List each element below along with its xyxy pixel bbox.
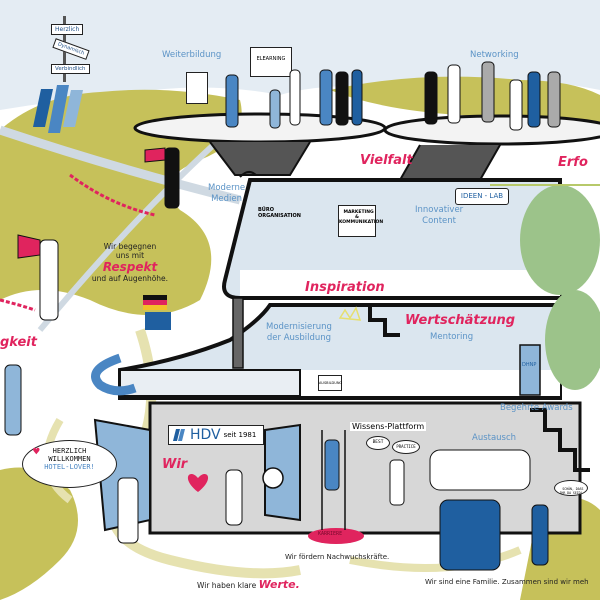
flipchart [186, 72, 208, 104]
flag-germany-red [143, 300, 167, 305]
rooftop-disc-right [383, 114, 600, 146]
caption-nachwuchs: Wir fördern Nachwuchskräfte. [285, 553, 390, 561]
ausbildung-box: AUSBILDUNG [318, 375, 342, 391]
clock-icon [262, 467, 284, 489]
value-keit: gkeit [0, 335, 37, 350]
person-networking-5 [527, 71, 541, 128]
sign-buero-organisation: BÜRO ORGANISATION [258, 207, 301, 219]
flag-eu [145, 312, 171, 330]
caption-werte: Wir haben klare Werte. [197, 573, 300, 592]
sign-verbindlich: Verbindlich [51, 64, 90, 74]
signpost: Herzlich Dynamisch Verbindlich [45, 12, 95, 82]
welcome-line3: HOTEL-LOVER! [44, 463, 95, 471]
person-megaphone-top [164, 147, 180, 209]
hdv-logo-icon [173, 429, 185, 441]
person-heart-giver [225, 469, 243, 526]
respekt-keyword: Respekt [102, 260, 158, 274]
label-networking: Networking [470, 50, 519, 60]
label-mentoring: Mentoring [430, 332, 474, 342]
heart-icon-bubble: ♥ [33, 445, 40, 458]
elearning-board-text: ELEARNING [256, 56, 286, 62]
bubble-schoen: SCHÖN, DASS IHR DA SEID! [554, 480, 588, 496]
caption-werte-keyword: Werte. [258, 578, 300, 591]
hdv-since: seit 1981 [223, 431, 257, 439]
megaphone-icon-top [144, 147, 166, 163]
hdv-brand-name: HDV [190, 427, 221, 443]
family-group [439, 499, 501, 571]
crown-icon [338, 306, 362, 321]
value-wertschaetzung: Wertschätzung [405, 313, 516, 328]
bubble-best: BEST [366, 436, 390, 450]
elearning-board: ELEARNING [250, 47, 292, 77]
ideen-lab-sign: IDEEN - LAB [455, 188, 509, 205]
welcome-line2: WILLKOMMEN [48, 455, 91, 463]
person-group-2 [335, 71, 349, 126]
flag-germany-gold [143, 305, 167, 310]
person-ladder-climber [324, 439, 340, 491]
person-greeting [531, 504, 549, 566]
person-speaker [389, 459, 405, 506]
table-guests [429, 449, 531, 491]
value-vielfalt: Vielfalt [360, 153, 413, 168]
glass-floor-middle [222, 178, 562, 300]
label-wissens-plattform: Wissens-Plattform [350, 422, 427, 431]
value-inspiration: Inspiration [305, 280, 385, 295]
wifi-icon [239, 171, 257, 178]
award-tower [519, 344, 541, 396]
person-networking-6 [547, 71, 561, 128]
person-networking-3 [481, 61, 495, 123]
logo-bar-mid [48, 85, 69, 133]
hdv-brand-sign: HDV seit 1981 [168, 425, 264, 445]
label-austausch: Austausch [472, 433, 517, 443]
person-group-3 [351, 69, 363, 126]
respekt-line1: Wir begegnen [103, 242, 157, 251]
sign-marketing: MARKETING & KOMMUNIKATION [338, 205, 383, 237]
respekt-line2: uns mit [115, 251, 145, 260]
hdv-tower-logo [33, 85, 83, 133]
person-group-1 [319, 69, 333, 126]
respekt-line3: und auf Augenhöhe. [91, 274, 169, 283]
logo-bar-dark [33, 89, 53, 127]
door-right [264, 423, 301, 522]
person-listener-2 [289, 69, 301, 126]
ausbildung-box-text: AUSBILDUNG [319, 381, 343, 385]
person-megaphone-left [39, 239, 59, 321]
heart-icon [187, 473, 209, 492]
person-networking-4 [509, 79, 523, 131]
person-trainer [225, 74, 239, 128]
label-modernisierung: Modernisierung der Ausbildung [266, 322, 332, 343]
label-moderne-medien: Moderne Medien [208, 183, 246, 204]
flag-germany-black [143, 295, 167, 300]
caption-familie: Wir sind eine Familie. Zusammen sind wir… [425, 578, 589, 586]
karriere-mat [308, 528, 364, 544]
pink-rope-bridge [69, 173, 156, 217]
person-listener-1 [269, 89, 281, 129]
label-weiterbildung: Weiterbildung [162, 50, 222, 60]
welcome-speech-bubble: ♥ HERZLICH WILLKOMMEN HOTEL-LOVER! [22, 440, 117, 488]
welcome-line1: HERZLICH [52, 447, 87, 455]
person-networking-2 [447, 64, 461, 124]
logo-bar-light [63, 90, 83, 127]
value-wir: Wir [162, 457, 188, 472]
respekt-block: Wir begegnen uns mit Respekt und auf Aug… [85, 242, 175, 283]
ideen-lab-text: IDEEN - LAB [460, 192, 504, 200]
bubble-practice-text: PRACTICE [396, 444, 416, 449]
caption-werte-prefix: Wir haben klare [197, 581, 259, 590]
sign-herzlich: Herzlich [51, 24, 84, 35]
megaphone-icon-left [17, 234, 41, 259]
karriere-mat-text: KARRIERE [318, 531, 343, 537]
value-erfolg: Erfo [558, 155, 588, 170]
bubble-practice: PRACTICE [392, 440, 420, 454]
award-tower-label: DHNP [522, 362, 537, 368]
magnet-icon [91, 353, 137, 396]
bubble-best-text: BEST [372, 440, 384, 445]
bubble-schoen-text: SCHÖN, DASS IHR DA SEID! [559, 486, 584, 495]
sign-marketing-text: MARKETING & KOMMUNIKATION [339, 209, 384, 225]
label-begehrte-awards: Begehrte Awards [500, 403, 573, 413]
person-left-woman [4, 364, 22, 436]
person-networking-1 [424, 71, 438, 125]
person-host [117, 477, 139, 544]
label-innovativer-content: Innovativer Content [415, 205, 464, 226]
